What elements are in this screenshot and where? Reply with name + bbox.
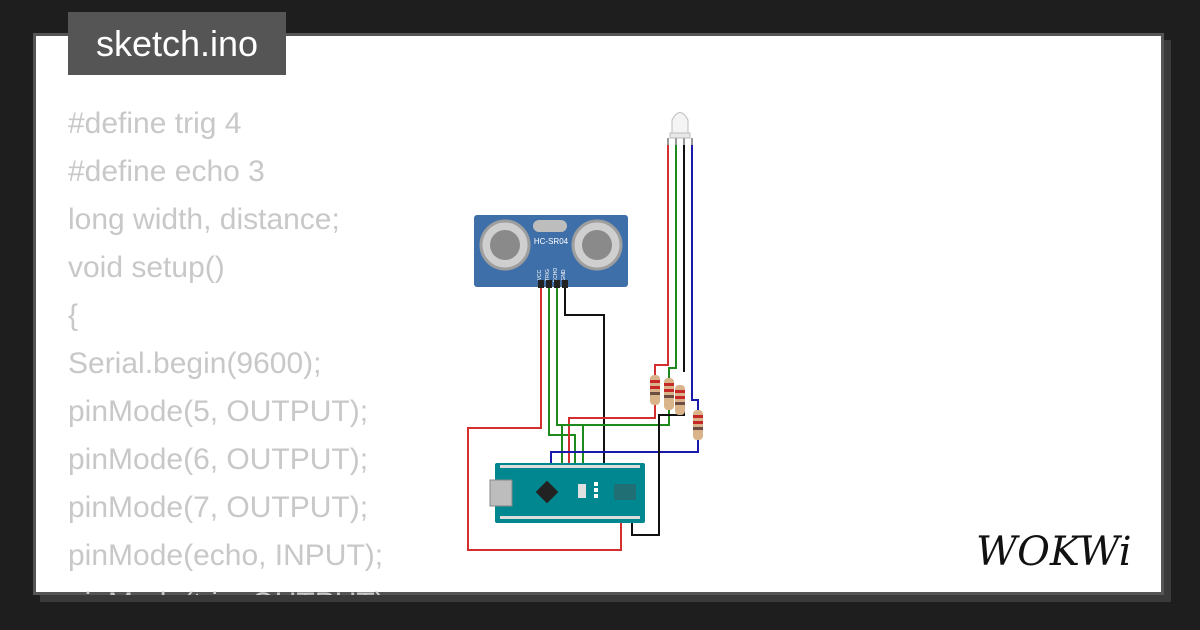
wire-black-gnd[interactable] [564,285,605,465]
code-line: void setup() [68,251,225,284]
wire-green-led[interactable] [668,143,677,378]
code-line: { [68,299,79,332]
code-line: pinMode(7, OUTPUT); [68,491,369,524]
wire-red-r1[interactable] [568,405,656,465]
rgb-led[interactable] [667,112,693,146]
code-line: pinMode(5, OUTPUT); [68,395,369,428]
sensor-label: HC-SR04 [534,237,569,246]
header-top [500,465,640,468]
sensor-pin-vcc: VCC [537,269,543,280]
code-line: pinMode(echo, INPUT); [68,539,384,572]
wire-red-vcc[interactable] [467,285,622,551]
code-line: pinMode(6, OUTPUT); [68,443,369,476]
wokwi-logo-text: WOKWi [976,529,1132,575]
code-line: pinMode(trig, OUTPUT); [68,580,448,595]
ultrasonic-sensor[interactable]: HC-SR04 VCC TRIG ECHO GND [474,215,628,288]
code-panel: #define trig 4 #define echo 3 long width… [68,100,448,595]
sensor-pin-echo: ECHO [553,268,559,283]
header-bottom [500,516,640,519]
wires [467,143,699,551]
wire-blue-led[interactable] [691,143,699,410]
resistor-3[interactable] [675,385,685,415]
wokwi-logo: WOKWi [976,529,1132,575]
resistor-2[interactable] [664,378,674,410]
sensor-pin-trig: TRIG [545,269,551,281]
resistor-4[interactable] [693,410,703,440]
resistor-1[interactable] [650,375,660,405]
code-line: long width, distance; [68,203,340,236]
code-line: #define echo 3 [68,155,265,188]
wire-blue-r3[interactable] [550,440,699,465]
sensor-pin-gnd: GND [561,269,567,281]
code-line: Serial.begin(9600); [68,347,322,380]
wire-green-r2[interactable] [561,410,670,465]
arduino-nano-board[interactable] [489,463,645,523]
file-tab[interactable]: sketch.ino [68,12,286,75]
code-line: #define trig 4 [68,107,242,140]
file-tab-label: sketch.ino [95,22,259,64]
wire-red-led[interactable] [654,143,669,375]
